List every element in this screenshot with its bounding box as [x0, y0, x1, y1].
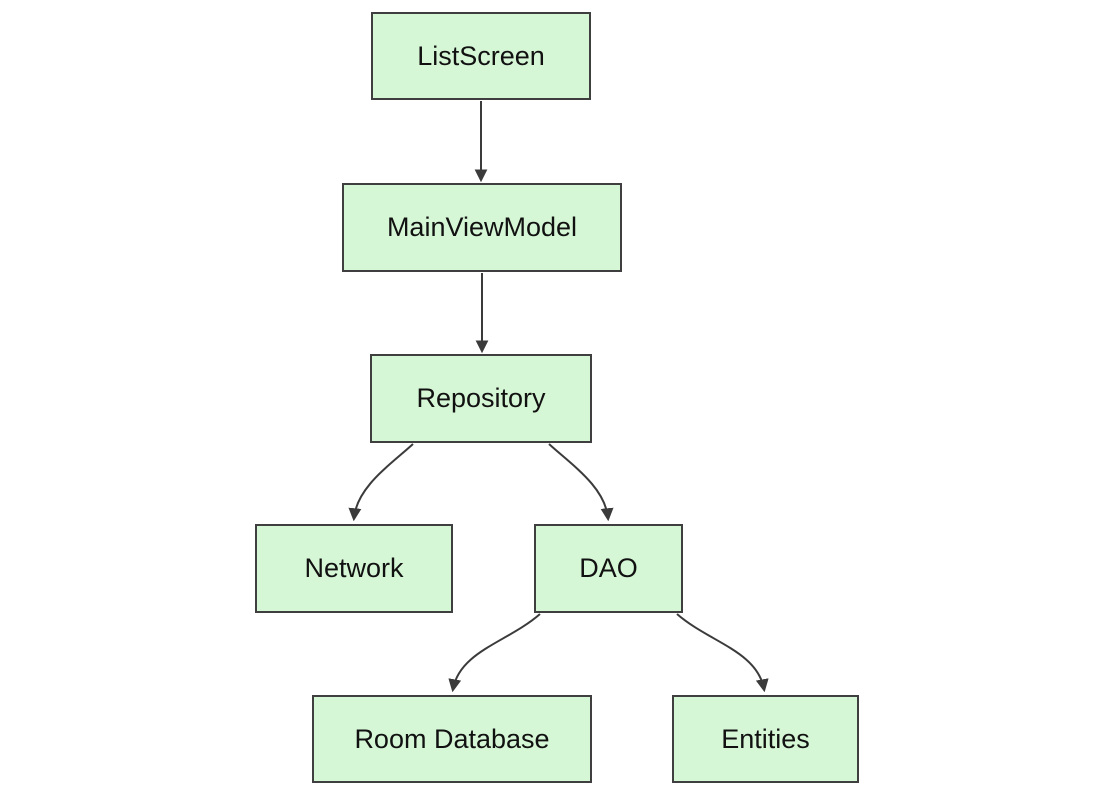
node-roomdatabase: Room Database	[312, 695, 592, 783]
node-repository-label: Repository	[416, 383, 546, 414]
node-entities-label: Entities	[721, 723, 810, 754]
node-listscreen-label: ListScreen	[417, 40, 545, 71]
edge-dao-to-roomdatabase	[448, 613, 541, 693]
node-listscreen: ListScreen	[371, 12, 591, 100]
node-network-label: Network	[304, 553, 404, 584]
edge-dao-to-entities	[676, 613, 769, 693]
node-network: Network	[255, 524, 453, 613]
node-roomdatabase-label: Room Database	[354, 723, 550, 754]
node-entities: Entities	[672, 695, 859, 783]
node-repository: Repository	[370, 354, 592, 443]
node-dao: DAO	[534, 524, 683, 613]
node-mainviewmodel-label: MainViewModel	[386, 212, 578, 243]
node-mainviewmodel: MainViewModel	[342, 183, 622, 272]
node-dao-label: DAO	[579, 553, 638, 584]
edge-repository-to-dao	[548, 443, 614, 522]
edge-repository-to-network	[348, 443, 414, 522]
